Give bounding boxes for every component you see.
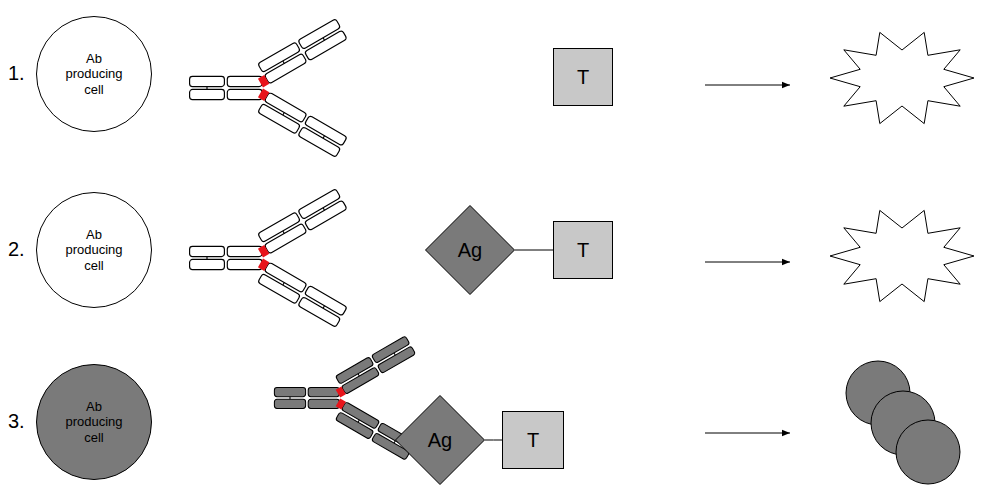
- reaction-arrow: [705, 85, 790, 86]
- cell-shape: [37, 365, 152, 480]
- proliferated-cell: [896, 420, 960, 484]
- connector-line: [515, 250, 553, 251]
- reaction-arrow: [705, 433, 790, 434]
- target-box: T: [553, 48, 613, 106]
- lysis-burst: [830, 210, 974, 301]
- target-box: T: [502, 411, 564, 469]
- cell-shape: [37, 17, 152, 132]
- antibody-producing-cell: Ab producing cell: [36, 364, 152, 480]
- lysis-burst: [830, 32, 974, 123]
- diamond-shape: [426, 206, 515, 295]
- antibody-symbol: [274, 336, 415, 460]
- node-text: Ag: [428, 428, 452, 452]
- antibody-symbol: [190, 19, 348, 157]
- row-number: 1.: [8, 62, 25, 85]
- antibody-producing-cell: Ab producing cell: [36, 16, 152, 132]
- node-text: T: [527, 428, 539, 452]
- diamond-shape: [396, 396, 485, 485]
- node-text: T: [577, 238, 589, 262]
- antigen-diamond: Ag: [425, 205, 515, 295]
- target-box: T: [553, 221, 613, 279]
- node-text: Ab producing cell: [59, 399, 129, 446]
- cell-shape: [37, 193, 152, 308]
- node-text: T: [577, 65, 589, 89]
- row-number: 3.: [8, 410, 25, 433]
- node-text: Ab producing cell: [59, 51, 129, 98]
- connector-line: [485, 440, 502, 441]
- antigen-diamond: Ag: [395, 395, 485, 485]
- antibody-producing-cell: Ab producing cell: [36, 192, 152, 308]
- node-text: Ab producing cell: [59, 227, 129, 274]
- node-text: Ag: [458, 238, 482, 262]
- row-number: 2.: [8, 238, 25, 261]
- antibody-symbol: [190, 189, 348, 327]
- reaction-arrow: [705, 262, 790, 263]
